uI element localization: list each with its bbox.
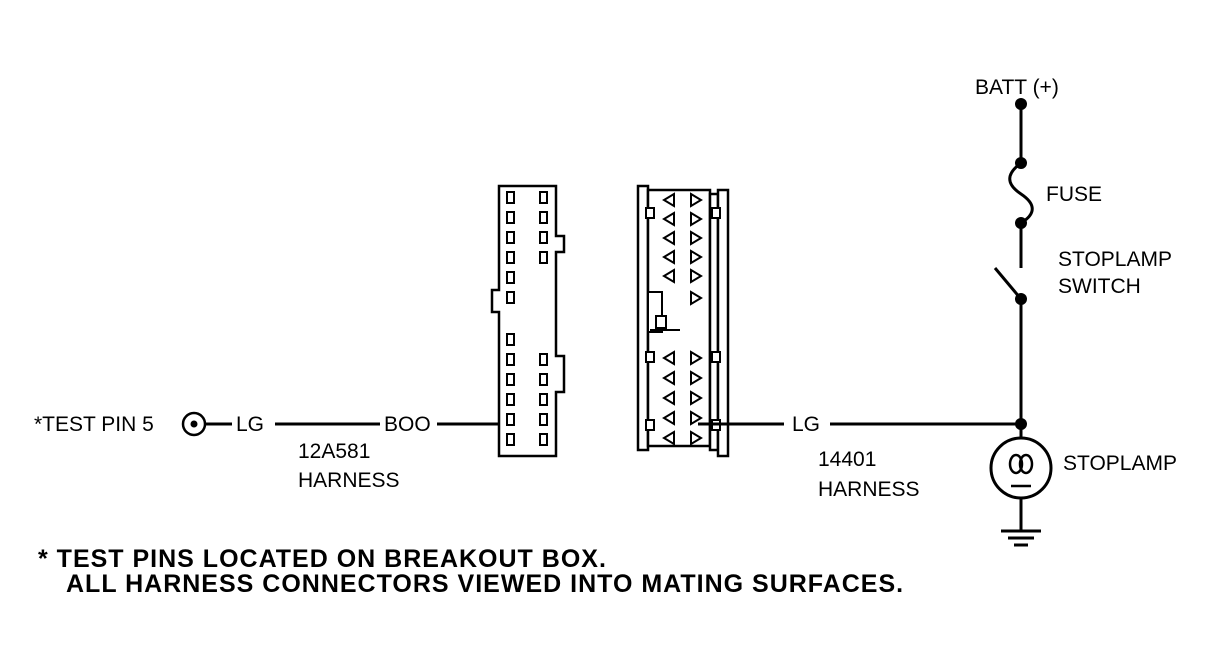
signal-name-label: BOO bbox=[384, 413, 431, 436]
pin-cavity bbox=[539, 251, 548, 264]
pin-cavity bbox=[539, 191, 548, 204]
pin-cavity bbox=[506, 353, 515, 366]
pin-cavity bbox=[506, 251, 515, 264]
pin-cavity bbox=[539, 373, 548, 386]
stoplamp-switch-icon bbox=[993, 267, 1023, 300]
connector-12a581-pins bbox=[506, 191, 548, 446]
connector-14401-pins bbox=[662, 192, 703, 446]
wire-color-label-right: LG bbox=[792, 413, 820, 436]
pin-cavity bbox=[539, 433, 548, 446]
fuse-icon bbox=[1008, 161, 1034, 225]
pin-cavity bbox=[506, 373, 515, 386]
pin-cavity bbox=[662, 192, 675, 208]
pin-cavity bbox=[506, 291, 515, 304]
pin-cavity bbox=[506, 271, 515, 284]
pin-cavity bbox=[539, 231, 548, 244]
pin-cavity bbox=[690, 430, 703, 446]
pin-cavity bbox=[506, 393, 515, 406]
pin-cavity bbox=[662, 430, 675, 446]
harness-word-right: HARNESS bbox=[818, 478, 920, 501]
pin-cavity bbox=[662, 390, 675, 406]
test-pin-label: *TEST PIN 5 bbox=[34, 413, 154, 436]
pin-cavity bbox=[539, 211, 548, 224]
pin-cavity bbox=[690, 410, 703, 426]
pin-cavity bbox=[690, 390, 703, 406]
pin-cavity bbox=[539, 413, 548, 426]
pin-cavity bbox=[690, 370, 703, 386]
pin-cavity bbox=[690, 249, 703, 265]
stoplamp-label: STOPLAMP bbox=[1063, 452, 1177, 475]
fuse-label: FUSE bbox=[1046, 183, 1102, 206]
wire-color-label-left: LG bbox=[236, 413, 264, 436]
footnote-line-1: * TEST PINS LOCATED ON BREAKOUT BOX. bbox=[38, 545, 607, 573]
switch-label-line1: STOPLAMP bbox=[1058, 248, 1172, 271]
pin-cavity bbox=[662, 249, 675, 265]
battery-label: BATT (+) bbox=[975, 76, 1059, 99]
pin-cavity bbox=[506, 433, 515, 446]
pin-cavity bbox=[506, 413, 515, 426]
ground-icon bbox=[1001, 529, 1041, 547]
harness-number-left: 12A581 bbox=[298, 440, 370, 463]
pin-cavity bbox=[662, 211, 675, 227]
stoplamp-bulb-icon bbox=[989, 436, 1053, 500]
pin-cavity bbox=[690, 268, 703, 284]
pin-cavity bbox=[690, 211, 703, 227]
pin-cavity bbox=[539, 353, 548, 366]
pin-cavity bbox=[662, 410, 675, 426]
pin-cavity bbox=[662, 370, 675, 386]
pin-cavity bbox=[506, 191, 515, 204]
pin-cavity bbox=[690, 290, 703, 306]
footnote-line-2: ALL HARNESS CONNECTORS VIEWED INTO MATIN… bbox=[66, 570, 904, 598]
connector-14401 bbox=[636, 184, 730, 458]
pin-cavity bbox=[690, 192, 703, 208]
pin-cavity bbox=[506, 211, 515, 224]
pin-cavity bbox=[662, 230, 675, 246]
pin-cavity bbox=[690, 350, 703, 366]
pin-cavity bbox=[662, 350, 675, 366]
pin-cavity bbox=[662, 268, 675, 284]
harness-number-right: 14401 bbox=[818, 448, 876, 471]
pin-cavity bbox=[506, 231, 515, 244]
pin-cavity bbox=[690, 230, 703, 246]
connector-12a581 bbox=[490, 184, 566, 458]
test-pin-jack-icon bbox=[181, 411, 207, 437]
harness-word-left: HARNESS bbox=[298, 469, 400, 492]
pin-cavity bbox=[539, 393, 548, 406]
switch-label-line2: SWITCH bbox=[1058, 275, 1141, 298]
pin-cavity bbox=[506, 333, 515, 346]
